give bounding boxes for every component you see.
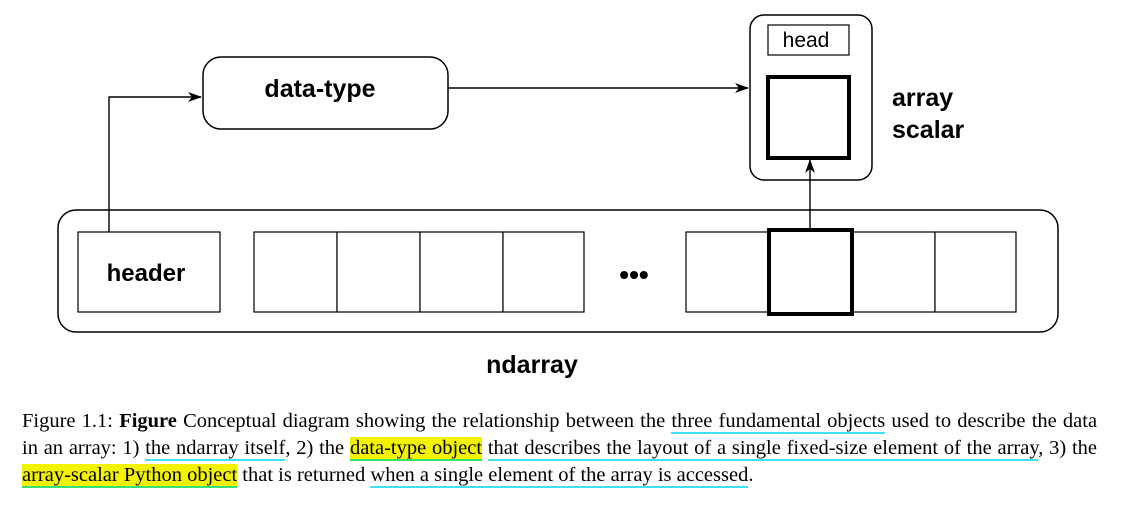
link-three-fundamental-objects[interactable]: three fundamental objects: [671, 410, 886, 434]
link-layout-description[interactable]: that describes the layout of a single fi…: [487, 437, 1039, 461]
element-cell: [502, 231, 585, 313]
ndarray-concept-diagram: data-type head array scalar header ••• n…: [57, 14, 1059, 379]
caption-text-6: .: [748, 464, 754, 486]
highlight-data-type-object[interactable]: data-type object: [349, 437, 483, 461]
array-scalar-element: [766, 75, 851, 160]
array-scalar-label-line1: array: [892, 84, 953, 112]
element-cell: [253, 231, 338, 313]
caption-text-2: used to describe the data in an array: 1…: [22, 410, 1098, 459]
element-cell: [934, 231, 1017, 313]
header-label: header: [107, 260, 186, 287]
selected-element-cell: [767, 228, 854, 316]
header-box: [77, 231, 221, 313]
element-cell: [851, 231, 936, 313]
caption-text-4: , 3) the: [1038, 437, 1098, 459]
caption-text-5: that is returned: [242, 464, 366, 486]
highlight-array-scalar-python-object[interactable]: array-scalar Python object: [22, 464, 238, 488]
data-type-label: data-type: [264, 75, 375, 103]
header-to-data-type-arrow: [108, 92, 202, 232]
link-ndarray-itself[interactable]: the ndarray itself: [145, 437, 286, 461]
caption-text-3: , 2) the: [285, 437, 345, 459]
ndarray-label: ndarray: [486, 351, 578, 379]
element-cell: [685, 231, 770, 313]
figure-word: Figure: [119, 410, 177, 432]
ellipsis: •••: [619, 259, 648, 290]
link-element-accessed[interactable]: when a single element of the array is ac…: [370, 464, 749, 488]
element-cells-left: [253, 231, 585, 313]
head-box: [767, 24, 850, 56]
caption-text-1: Conceptual diagram showing the relations…: [183, 410, 666, 432]
figure-caption: Figure 1.1: Figure Conceptual diagram sh…: [22, 408, 1097, 489]
head-label: head: [783, 29, 830, 52]
array-scalar-label-line2: scalar: [892, 116, 965, 144]
element-cells-right: [685, 231, 1017, 313]
element-cell: [419, 231, 504, 313]
data-type-box: [202, 56, 449, 130]
figure-number: Figure 1.1:: [22, 410, 114, 432]
element-cell: [336, 231, 421, 313]
